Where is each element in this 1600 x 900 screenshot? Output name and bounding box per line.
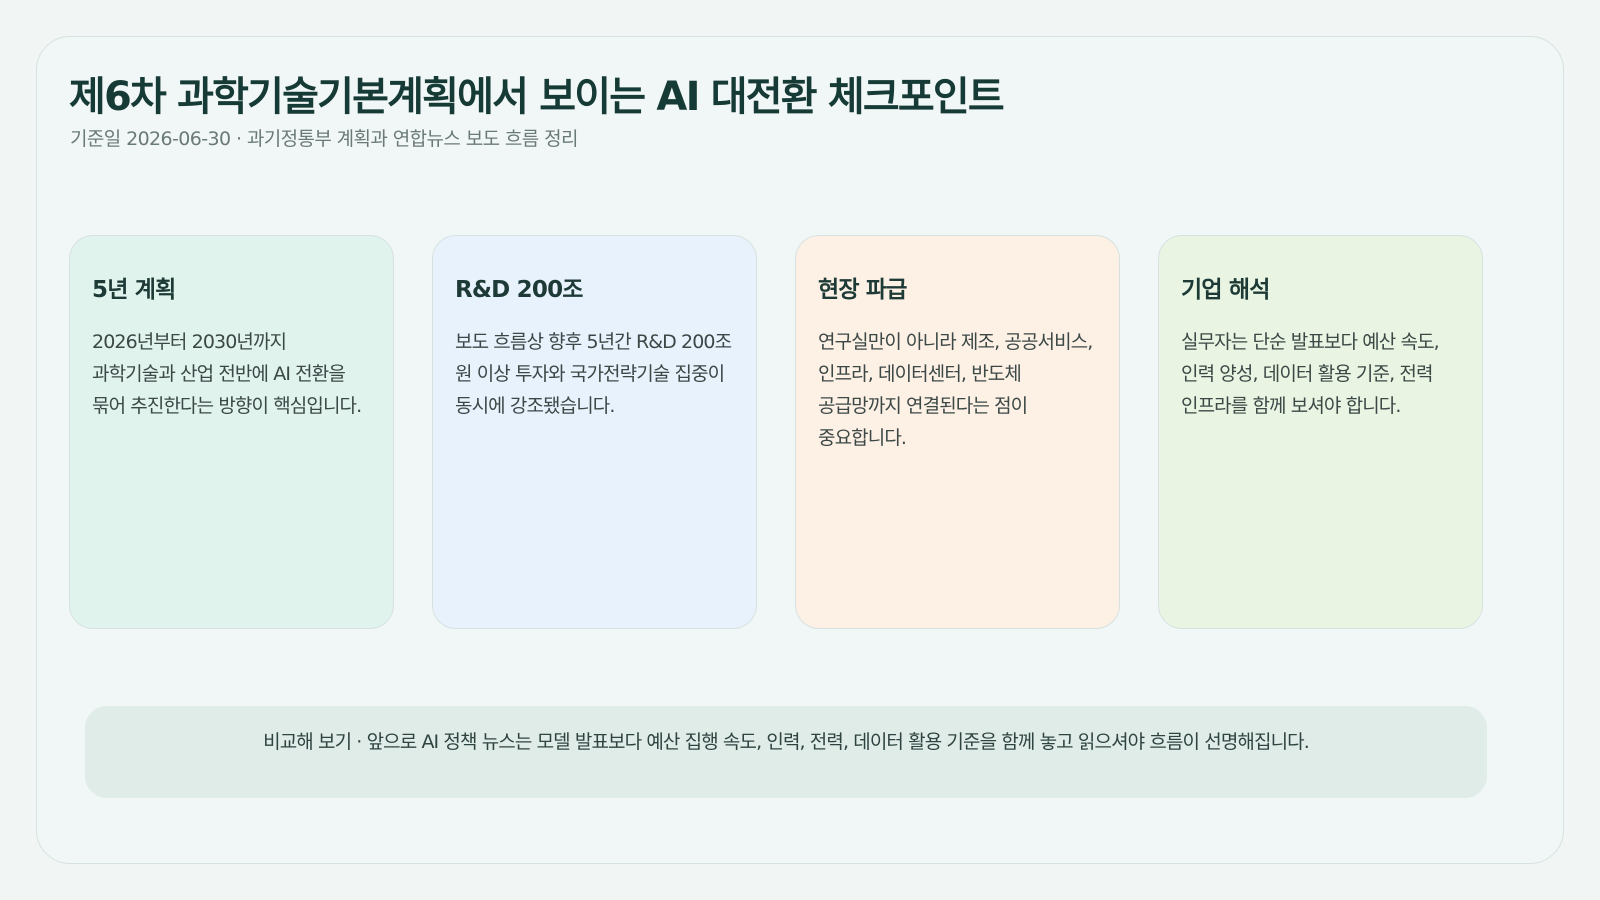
page-title: 제6차 과학기술기본계획에서 보이는 AI 대전환 체크포인트 xyxy=(69,74,1005,120)
card-field-impact: 현장 파급 연구실만이 아니라 제조, 공공서비스, 인프라, 데이터센터, 반… xyxy=(795,235,1120,629)
card-body: 실무자는 단순 발표보다 예산 속도, 인력 양성, 데이터 활용 기준, 전력… xyxy=(1181,331,1440,417)
card-title: R&D 200조 xyxy=(455,277,583,303)
comparison-text: 비교해 보기 · 앞으로 AI 정책 뉴스는 모델 발표보다 예산 집행 속도,… xyxy=(263,731,1310,753)
page-subtitle: 기준일 2026-06-30 · 과기정통부 계획과 연합뉴스 보도 흐름 정리 xyxy=(70,128,578,150)
card-body: 보도 흐름상 향후 5년간 R&D 200조 원 이상 투자와 국가전략기술 집… xyxy=(455,331,732,417)
card-title: 기업 해석 xyxy=(1181,277,1270,303)
card-body: 연구실만이 아니라 제조, 공공서비스, 인프라, 데이터센터, 반도체 공급망… xyxy=(818,331,1093,449)
infographic-panel: 제6차 과학기술기본계획에서 보이는 AI 대전환 체크포인트 기준일 2026… xyxy=(36,36,1564,864)
card-business-view: 기업 해석 실무자는 단순 발표보다 예산 속도, 인력 양성, 데이터 활용 … xyxy=(1158,235,1483,629)
card-title: 현장 파급 xyxy=(818,277,907,303)
card-row: 5년 계획 2026년부터 2030년까지 과학기술과 산업 전반에 AI 전환… xyxy=(69,235,1483,629)
card-title: 5년 계획 xyxy=(92,277,176,303)
comparison-note: 비교해 보기 · 앞으로 AI 정책 뉴스는 모델 발표보다 예산 집행 속도,… xyxy=(85,706,1487,798)
card-rnd-200: R&D 200조 보도 흐름상 향후 5년간 R&D 200조 원 이상 투자와… xyxy=(432,235,757,629)
card-5-year-plan: 5년 계획 2026년부터 2030년까지 과학기술과 산업 전반에 AI 전환… xyxy=(69,235,394,629)
card-body: 2026년부터 2030년까지 과학기술과 산업 전반에 AI 전환을 묶어 추… xyxy=(92,331,362,417)
